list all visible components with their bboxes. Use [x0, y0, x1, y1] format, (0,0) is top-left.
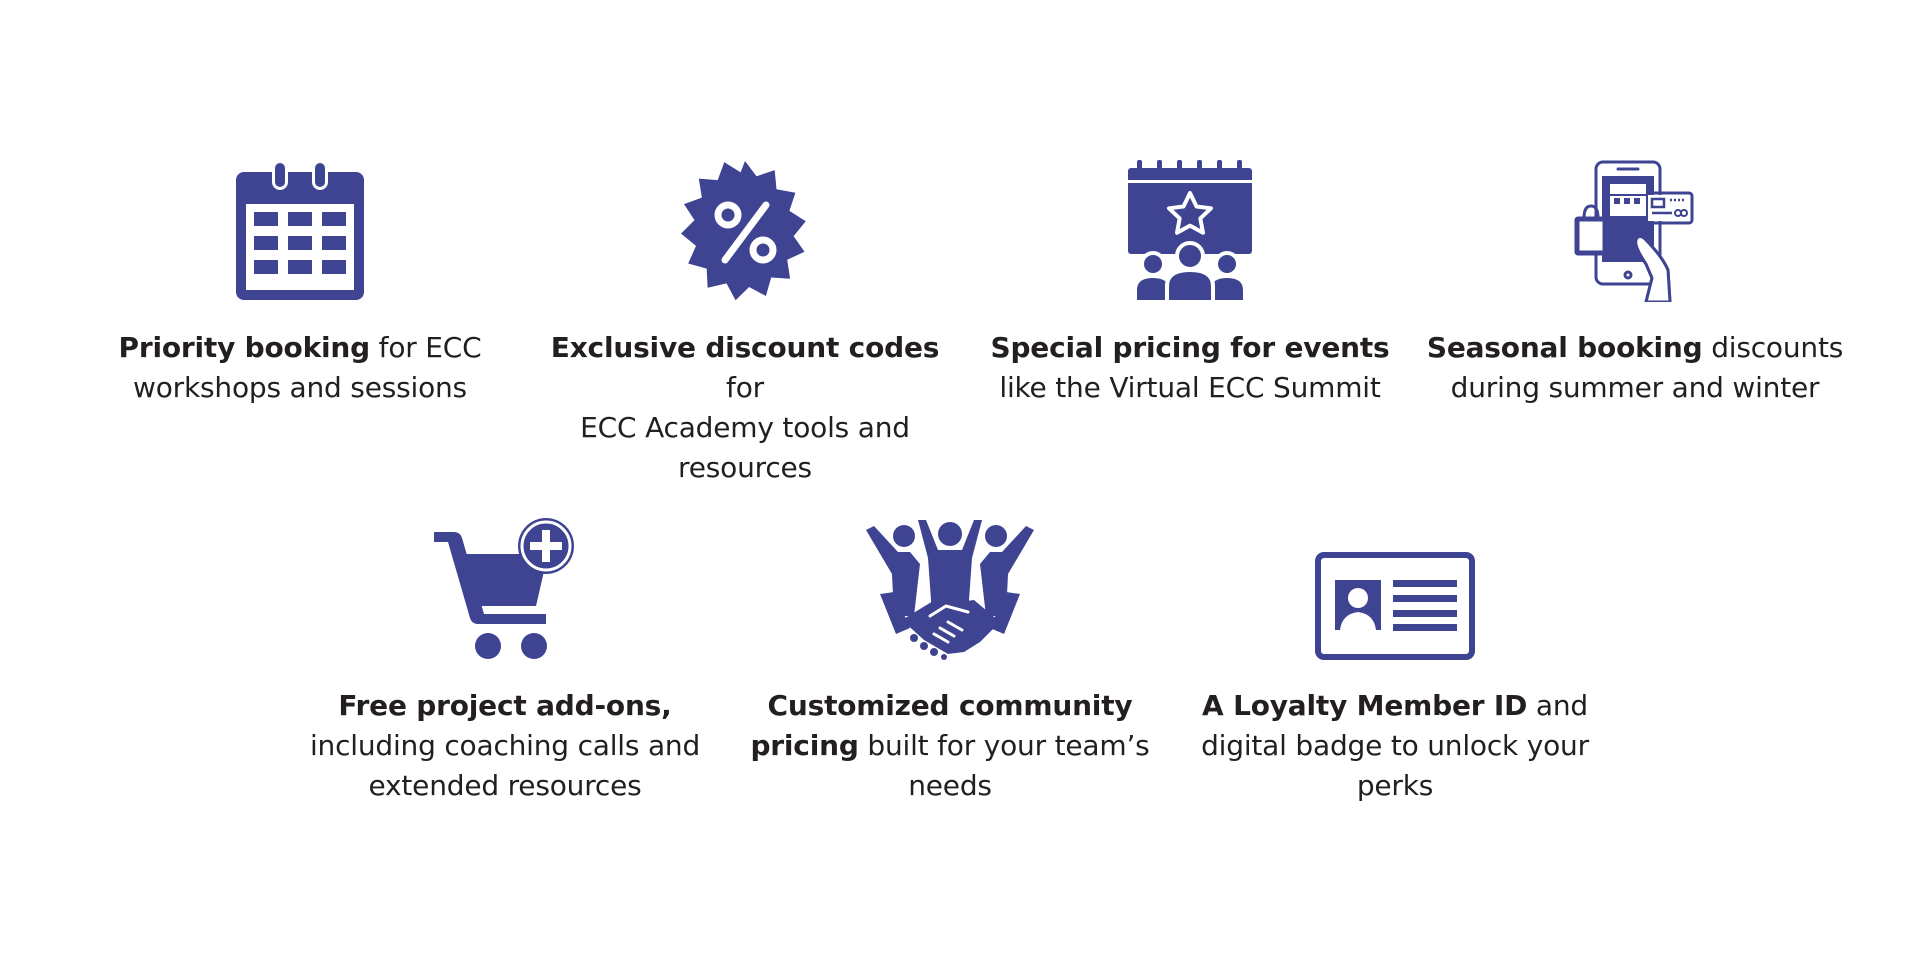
benefit-caption-line2: built for your team’s [858, 729, 1150, 762]
cart-add-icon [434, 518, 574, 659]
benefit-caption-line2: ECC Academy tools and [580, 411, 910, 444]
benefit-caption-bold: Exclusive discount codes [550, 331, 940, 364]
benefit-caption-line2-bold: pricing [750, 729, 859, 762]
community-handshake-icon [866, 520, 1034, 660]
benefit-caption-bold: Seasonal booking [1426, 331, 1703, 364]
benefit-seasonal-booking: Seasonal booking discounts during summer… [1425, 160, 1845, 408]
benefit-caption-rest: for [726, 371, 764, 404]
benefit-caption-line2: like the Virtual ECC Summit [999, 371, 1381, 404]
benefit-caption-bold: Customized community [767, 689, 1133, 722]
benefit-caption: Customized community pricing built for y… [740, 686, 1160, 806]
benefit-caption: Free project add-ons, including coaching… [295, 686, 715, 806]
benefit-caption-bold: Special pricing for events [990, 331, 1390, 364]
benefit-caption-line2: including coaching calls and [309, 729, 701, 762]
benefit-caption-line2: during summer and winter [1450, 371, 1820, 404]
discount-badge-icon [681, 161, 806, 301]
benefit-loyalty-member-id: A Loyalty Member ID and digital badge to… [1185, 518, 1605, 806]
benefit-caption-bold: A Loyalty Member ID [1202, 689, 1528, 722]
benefit-caption-bold: Free project add-ons, [338, 689, 672, 722]
benefit-caption-line2: workshops and sessions [133, 371, 467, 404]
benefit-caption: A Loyalty Member ID and digital badge to… [1185, 686, 1605, 806]
benefit-caption: Special pricing for events like the Virt… [980, 328, 1400, 408]
mobile-shopping-icon [1574, 160, 1694, 302]
event-calendar-star-icon [1128, 160, 1252, 302]
calendar-icon [236, 160, 364, 300]
benefit-caption-line3: needs [908, 769, 992, 802]
benefit-customized-community-pricing: Customized community pricing built for y… [740, 518, 1160, 806]
benefit-priority-booking: Priority booking for ECC workshops and s… [90, 160, 510, 408]
benefit-caption-bold: Priority booking [118, 331, 371, 364]
benefit-caption: Exclusive discount codes for ECC Academy… [535, 328, 955, 488]
benefit-caption-rest: discounts [1702, 331, 1844, 364]
benefit-caption: Seasonal booking discounts during summer… [1425, 328, 1845, 408]
benefit-caption-line3: resources [678, 451, 812, 484]
id-card-icon [1315, 552, 1475, 660]
benefit-caption-rest: and [1527, 689, 1588, 722]
benefit-caption-line3: perks [1356, 769, 1434, 802]
benefit-exclusive-discount-codes: Exclusive discount codes for ECC Academy… [535, 160, 955, 488]
benefit-special-pricing-events: Special pricing for events like the Virt… [980, 160, 1400, 408]
benefit-caption-line2: digital badge to unlock your [1201, 729, 1589, 762]
benefit-free-project-add-ons: Free project add-ons, including coaching… [295, 518, 715, 806]
benefit-caption-rest: for ECC [369, 331, 482, 364]
benefit-caption-line3: extended resources [368, 769, 642, 802]
benefit-caption: Priority booking for ECC workshops and s… [90, 328, 510, 408]
